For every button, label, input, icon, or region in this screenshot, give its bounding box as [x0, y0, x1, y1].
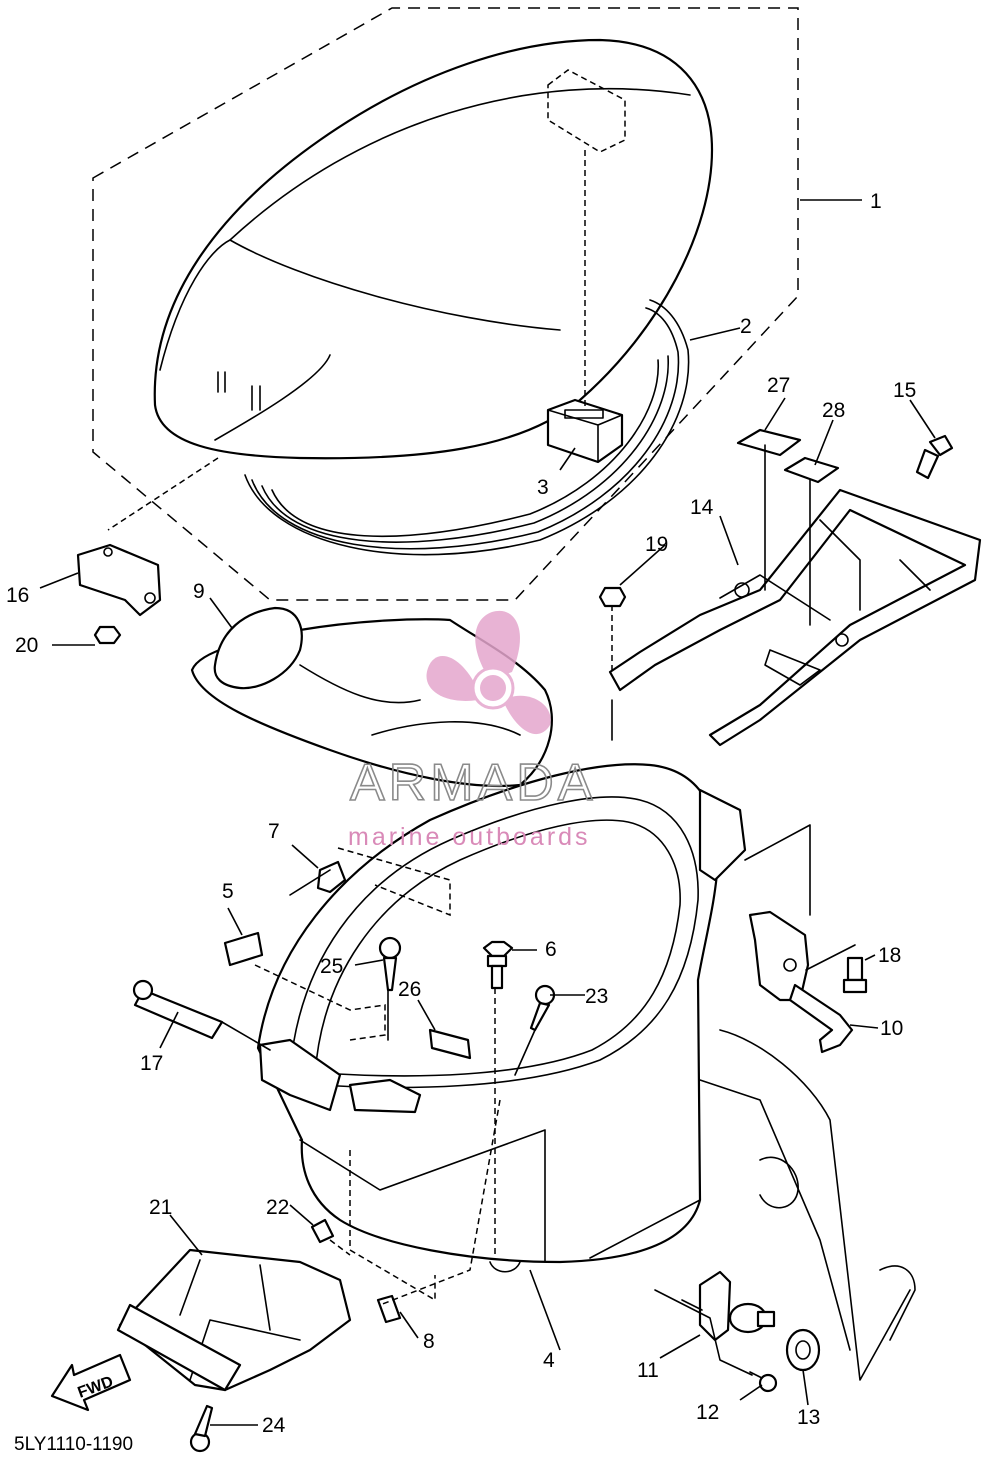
part-number-labels: 1 2 3 4 5 6 7 8 9 10 11 12 13 14 15 16 1…	[6, 190, 916, 1437]
bolt-15	[915, 434, 954, 480]
part-number: 19	[645, 533, 668, 556]
part-number: 4	[543, 1349, 555, 1372]
label-27	[736, 428, 802, 457]
screw-18	[842, 956, 868, 994]
part-number: 16	[6, 584, 29, 607]
watermark-brand: ARMADA	[350, 754, 596, 812]
assembly-lines	[107, 150, 856, 1376]
washer-13	[785, 1328, 821, 1372]
part-number: 2	[740, 315, 752, 338]
part-number: 7	[268, 820, 280, 843]
label-5	[223, 931, 264, 967]
cover-plate	[190, 606, 553, 788]
part-number: 25	[320, 955, 343, 978]
watermark-tagline: marine outboards	[348, 823, 591, 851]
leader-lines	[39, 199, 936, 1426]
bracket-16	[76, 543, 162, 617]
nut-19	[598, 586, 627, 608]
watermark: ARMADA marine outboards	[348, 610, 596, 851]
clip-7	[316, 860, 347, 894]
diagram-code: 5LY1110-1190	[14, 1434, 133, 1455]
lower-casing	[699, 1029, 916, 1381]
part-number: 21	[149, 1196, 172, 1219]
part-number: 28	[822, 399, 845, 422]
part-number: 23	[585, 985, 608, 1008]
nut-20	[93, 625, 122, 645]
clip-8	[376, 1294, 402, 1324]
part-number: 12	[696, 1401, 719, 1424]
part-number: 15	[893, 379, 916, 402]
part-number: 6	[545, 938, 557, 961]
lock-11	[681, 1270, 776, 1342]
propeller-logo	[426, 610, 551, 735]
assembly-boundary	[92, 7, 799, 601]
part-number: 14	[690, 496, 714, 519]
part-number: 26	[398, 978, 421, 1001]
part-number: 17	[140, 1052, 163, 1075]
bottom-cowling	[256, 763, 747, 1273]
screw-24	[189, 1404, 214, 1453]
handle-14	[608, 488, 982, 747]
part-number: 9	[193, 580, 205, 603]
seal-rubber	[244, 299, 690, 556]
damper	[546, 398, 624, 464]
pin-17	[132, 979, 224, 1040]
part-number: 10	[880, 1017, 903, 1040]
part-number: 18	[878, 944, 901, 967]
part-number: 5	[222, 880, 234, 903]
part-number: 13	[797, 1406, 820, 1429]
fwd-arrow: FWD	[50, 1353, 132, 1412]
part-number: 1	[870, 190, 882, 213]
bolt-6	[482, 940, 514, 990]
lever-10	[748, 910, 854, 1054]
screw-12	[749, 1371, 778, 1393]
part-number: 3	[537, 476, 549, 499]
plate-21	[116, 1248, 352, 1392]
part-number: 20	[15, 634, 38, 657]
clip-22	[310, 1218, 335, 1244]
label-28	[783, 456, 840, 484]
part-number: 27	[767, 374, 790, 397]
part-number: 22	[266, 1196, 289, 1219]
top-cowling	[153, 38, 714, 460]
screw-25	[378, 936, 402, 992]
part-number: 24	[262, 1414, 286, 1437]
part-number: 8	[423, 1330, 435, 1353]
part-number: 11	[637, 1359, 659, 1382]
label-26	[428, 1028, 472, 1060]
